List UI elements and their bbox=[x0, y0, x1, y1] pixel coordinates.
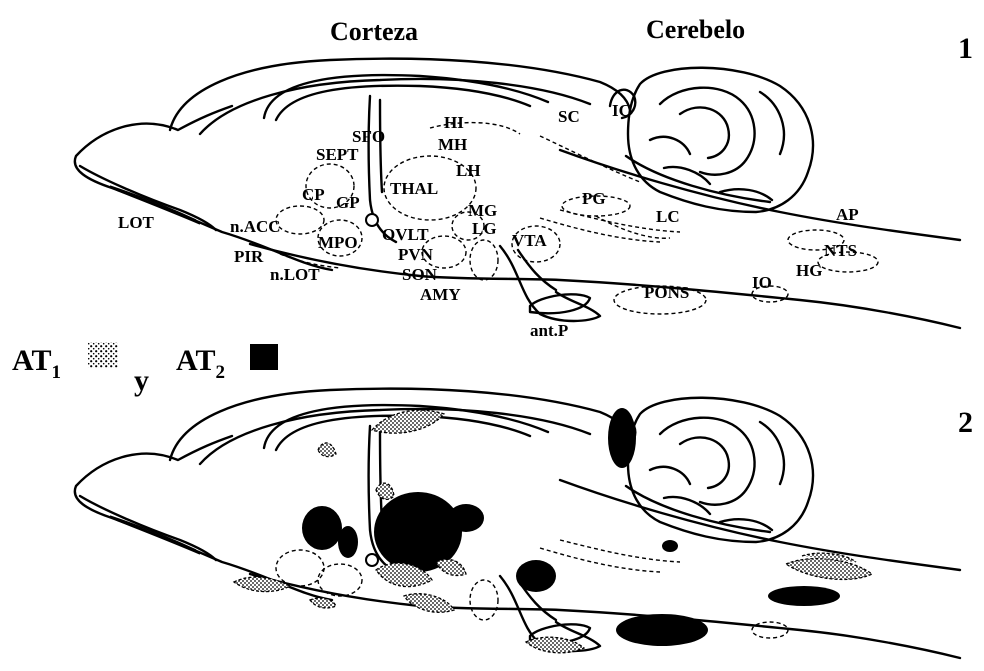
label-lot: LOT bbox=[118, 213, 155, 232]
label-hg: HG bbox=[796, 261, 822, 280]
label-hi: HI bbox=[444, 113, 464, 132]
label-ant-p: ant.P bbox=[530, 321, 568, 340]
label-io: IO bbox=[752, 273, 772, 292]
label-thal: THAL bbox=[390, 179, 438, 198]
label-sc: SC bbox=[558, 107, 580, 126]
heading-cortex: Corteza bbox=[330, 17, 418, 46]
label-mg: MG bbox=[468, 201, 497, 220]
label-ap: AP bbox=[836, 205, 859, 224]
label-mh: MH bbox=[438, 135, 467, 154]
label-lc: LC bbox=[656, 207, 680, 226]
legend-at1-swatch bbox=[88, 342, 118, 368]
panel-2-number: 2 bbox=[958, 406, 973, 439]
label-amy: AMY bbox=[420, 285, 461, 304]
label-mpo: MPO bbox=[318, 233, 358, 252]
legend: AT1 y AT2 bbox=[12, 342, 278, 397]
legend-at2-label: AT2 bbox=[176, 344, 225, 383]
label-pg: PG bbox=[582, 189, 606, 208]
label-pons: PONS bbox=[644, 283, 689, 302]
label-sfo: SFO bbox=[352, 127, 385, 146]
label-pvn: PVN bbox=[398, 245, 434, 264]
label-nts: NTS bbox=[824, 241, 857, 260]
label-son: SON bbox=[402, 265, 438, 284]
label-lh: LH bbox=[456, 161, 481, 180]
label-sept: SEPT bbox=[316, 145, 359, 164]
panel-2 bbox=[75, 389, 960, 658]
label-ic: IC bbox=[612, 101, 631, 120]
label-pir: PIR bbox=[234, 247, 264, 266]
label-ovlt: OVLT bbox=[382, 225, 429, 244]
label-cp: CP bbox=[302, 185, 325, 204]
panel-1: LOT n.ACC PIR n.LOT MPO CP GP SFO SEPT H… bbox=[75, 59, 960, 340]
panel-1-number: 1 bbox=[958, 32, 973, 65]
legend-at1-label: AT1 bbox=[12, 344, 61, 383]
label-n-lot: n.LOT bbox=[270, 265, 320, 284]
legend-conjunction: y bbox=[134, 364, 149, 397]
label-lg: LG bbox=[472, 219, 497, 238]
legend-at2-swatch bbox=[250, 344, 278, 370]
label-n-acc: n.ACC bbox=[230, 217, 281, 236]
heading-cerebellum: Cerebelo bbox=[646, 15, 745, 44]
label-gp: GP bbox=[336, 193, 360, 212]
label-vta: VTA bbox=[512, 231, 547, 250]
